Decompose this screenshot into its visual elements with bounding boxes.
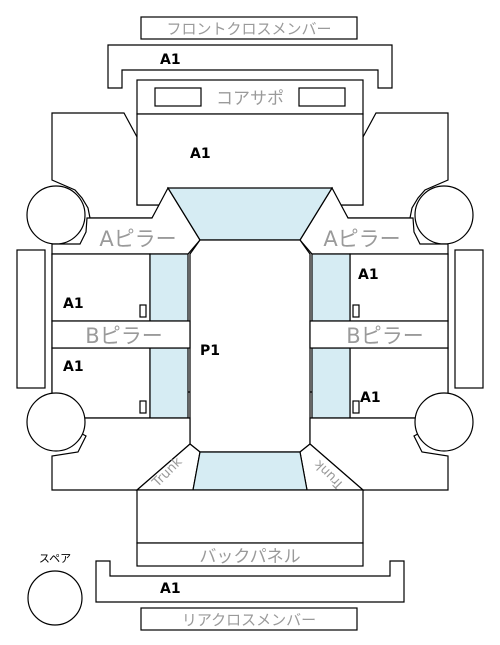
rear-cross-member-label-box [140,607,358,631]
rear-wheel-left [26,392,86,452]
back-panel-label: バックパネル [199,547,300,567]
front-wheel-left [26,185,86,245]
front-wheel-right [414,185,474,245]
core-support-right-lamp [298,87,346,107]
a-pillar-left-label: Aピラー [99,227,176,251]
front-cross-member-label-box [140,16,358,40]
b-pillar-right[interactable] [309,320,449,349]
spare-tire[interactable] [27,570,83,626]
rear-door-right-grade: A1 [360,390,381,406]
front-cross-member[interactable] [107,44,393,89]
side-window-right-rear[interactable] [311,347,351,419]
rear-door-left-grade: A1 [63,359,84,375]
rear-cross-member[interactable] [95,560,405,603]
side-window-left-rear[interactable] [149,347,189,419]
rear-cross-member-label: リアクロスメンバー [182,611,316,629]
rear-wheel-right [414,392,474,452]
hood-grade: A1 [190,146,211,162]
rear-quarter-left[interactable] [51,417,191,491]
core-support-left-lamp [154,87,202,107]
b-pillar-left-label: Bピラー [85,324,162,348]
b-pillar-left[interactable] [51,320,191,349]
side-window-left-front[interactable] [149,253,189,322]
front-door-right-grade: A1 [358,267,379,283]
front-door-left-handle [139,304,147,318]
rear-quarter-right[interactable] [309,417,449,491]
side-step-left[interactable] [16,249,46,389]
rear-cross-member-grade: A1 [160,581,181,597]
front-door-right[interactable] [349,253,449,322]
rear-door-right-handle [352,400,360,414]
roof-grade: P1 [200,343,220,359]
core-support-label: コアサポ [216,89,284,109]
back-panel[interactable] [136,542,364,567]
side-window-right-front[interactable] [311,253,351,322]
front-cross-member-grade: A1 [160,52,181,68]
front-door-left[interactable] [51,253,151,322]
front-cross-member-label: フロントクロスメンバー [166,20,331,38]
spare-label: スペア [39,552,71,565]
rear-window[interactable] [192,451,308,491]
front-door-right-handle [352,304,360,318]
front-door-left-grade: A1 [63,296,84,312]
side-step-right[interactable] [454,249,484,389]
trunk-lid[interactable] [136,489,364,544]
a-pillar-right-label: Aピラー [323,227,400,251]
rear-door-left-handle [139,400,147,414]
b-pillar-right-label: Bピラー [346,324,423,348]
